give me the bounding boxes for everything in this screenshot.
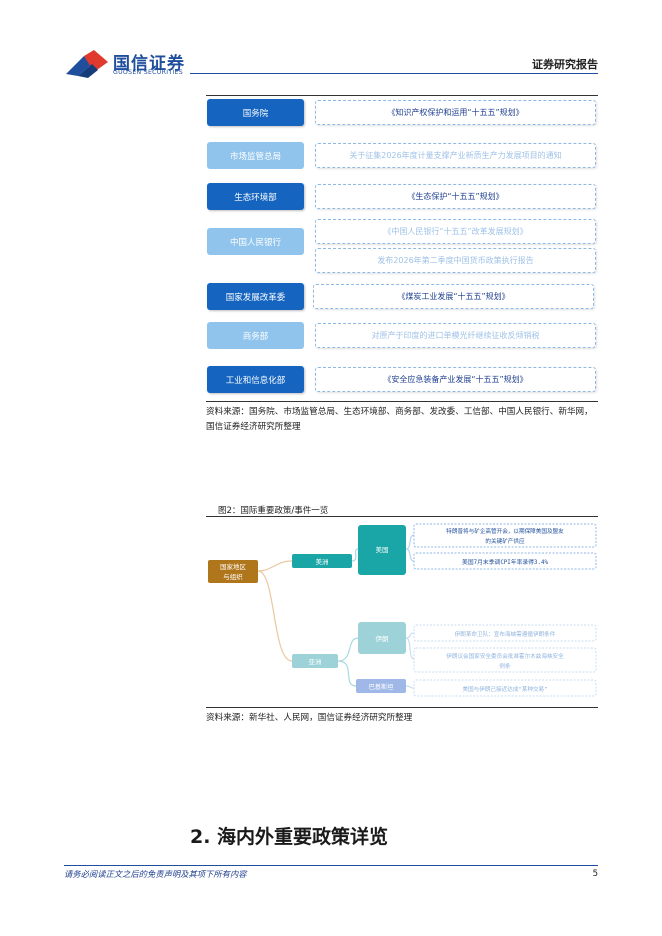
mind-map: 国家地区 与组织 美洲 美国 特朗普将与矿企高管开会，以期保障美国及盟友 的关键… bbox=[208, 523, 597, 697]
policy-item: 《安全应急装备产业发展“十五五”规划》 bbox=[315, 367, 596, 392]
connector-line bbox=[337, 637, 359, 662]
leaf-text: 的关键矿产供应 bbox=[485, 537, 525, 545]
connector-line bbox=[405, 632, 415, 639]
connector-line bbox=[337, 660, 357, 687]
report-type-label: 证券研究报告 bbox=[532, 58, 598, 71]
figure-title: 图2：国际重要政策/事件一览 bbox=[218, 506, 329, 516]
leaf-text: 伊朗革命卫队：宣布海峡需遵循伊朗条件 bbox=[455, 630, 556, 638]
dept-pboc: 中国人民银行 bbox=[207, 228, 304, 255]
leaf-node bbox=[413, 647, 597, 673]
guosen-logo-icon bbox=[66, 50, 108, 78]
table-source-note: 资料来源：国务院、市场监管总局、生态环境部、商务部、发改委、工信部、中国人民银行… bbox=[206, 407, 593, 432]
dept-mofcom: 商务部 bbox=[207, 322, 304, 349]
branch-asia-node bbox=[292, 654, 338, 668]
connector-line bbox=[351, 548, 359, 562]
branch-asia-label: 亚洲 bbox=[309, 658, 322, 666]
figure-top-rule bbox=[206, 516, 598, 517]
policy-item: 《生态保护“十五五”规划》 bbox=[315, 184, 596, 209]
table-top-rule bbox=[206, 95, 598, 96]
leaf-text: 美国7月末季调CPI年率录得3.4% bbox=[462, 558, 548, 566]
table-bottom-rule bbox=[206, 401, 598, 402]
mind-root-label-line1: 国家地区 bbox=[220, 562, 247, 571]
dept-samr: 市场监管总局 bbox=[207, 142, 304, 169]
leaf-text: 例条 bbox=[499, 662, 511, 670]
policy-item: 关于征集2026年度计量支撑产业新质生产力发展项目的通知 bbox=[315, 143, 596, 168]
dept-miit: 工业和信息化部 bbox=[207, 366, 304, 393]
dept-ndrc: 国家发展改革委 bbox=[207, 283, 304, 310]
leaf-node bbox=[413, 624, 597, 642]
connector-line bbox=[405, 685, 415, 689]
country-pakistan-label: 巴基斯坦 bbox=[369, 683, 394, 691]
country-iran-node bbox=[358, 622, 406, 654]
dept-mee: 生态环境部 bbox=[207, 183, 304, 210]
section-heading: 2. 海内外重要政策详览 bbox=[190, 826, 389, 848]
figure-source-note: 资料来源：新华社、人民网，国信证券经济研究所整理 bbox=[206, 713, 413, 723]
mind-root-label-line2: 与组织 bbox=[223, 572, 243, 581]
leaf-text: 伊朗议会国家安全委员会批准霍尔木兹海峡安全 bbox=[446, 652, 564, 660]
connector-line bbox=[405, 637, 415, 660]
connector-line bbox=[405, 534, 415, 550]
country-usa-label: 美国 bbox=[376, 545, 389, 554]
policy-item: 《中国人民银行“十五五”改革发展规划》 bbox=[315, 219, 596, 244]
connector-line bbox=[405, 548, 415, 562]
footer-divider bbox=[64, 865, 598, 866]
policy-item: 《知识产权保护和运用“十五五”规划》 bbox=[315, 100, 596, 125]
branch-americas-node bbox=[292, 554, 352, 568]
header-divider bbox=[190, 73, 598, 74]
policy-item: 对原产于印度的进口单模光纤继续征收反倾销税 bbox=[315, 323, 596, 348]
leaf-node bbox=[413, 523, 597, 548]
dept-state-council: 国务院 bbox=[207, 99, 304, 126]
policy-item: 《煤炭工业发展“十五五”规划》 bbox=[313, 284, 594, 309]
policy-item: 发布2026年第二季度中国货币政策执行报告 bbox=[315, 248, 596, 273]
leaf-node bbox=[413, 679, 597, 697]
logo-english-name: GUOSEN SECURITIES bbox=[113, 69, 183, 76]
leaf-text: 特朗普将与矿企高管开会，以期保障美国及盟友 bbox=[446, 527, 564, 535]
connector-line bbox=[257, 570, 293, 662]
mind-root-node bbox=[208, 560, 258, 583]
footer-disclaimer: 请务必阅读正文之后的免责声明及其项下所有内容 bbox=[64, 869, 247, 879]
figure-bottom-rule bbox=[206, 707, 598, 708]
leaf-text: 美国与伊朗已接近达成“某种交易” bbox=[462, 685, 547, 693]
country-pakistan-node bbox=[356, 679, 406, 693]
leaf-node bbox=[413, 552, 597, 570]
country-usa-node bbox=[358, 525, 406, 575]
logo-chinese-name: 国信证券 bbox=[113, 54, 185, 74]
branch-americas-label: 美洲 bbox=[316, 557, 329, 566]
country-iran-label: 伊朗 bbox=[376, 634, 389, 643]
connector-line bbox=[257, 560, 293, 572]
page-number: 5 bbox=[592, 869, 598, 879]
